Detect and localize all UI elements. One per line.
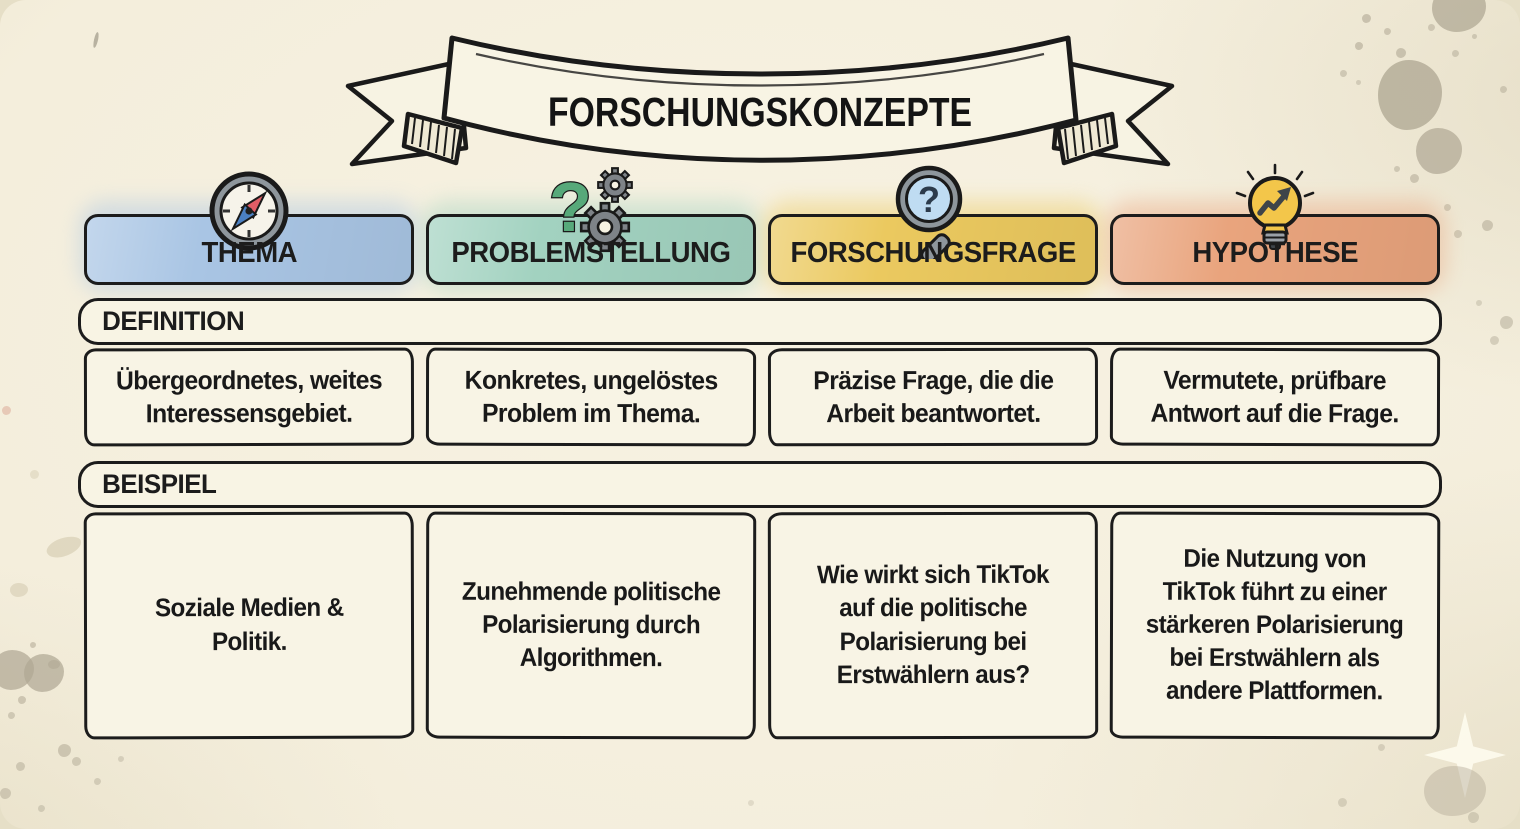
title-banner: FORSCHUNGSKONZEPTE [330, 14, 1190, 182]
cell-text: Übergeordnetes, weites Interessensgebiet… [115, 364, 383, 429]
ink-splatter [94, 778, 101, 785]
ink-splatter [1356, 80, 1361, 85]
ink-splatter [1378, 744, 1385, 751]
beispiel-cell-forschungsfrage: Wie wirkt sich TikTok auf die politische… [767, 511, 1099, 740]
ink-splatter [1424, 766, 1486, 816]
column-header-label: THEMA [201, 237, 297, 269]
ink-splatter [30, 470, 39, 479]
definition-cell-thema: Übergeordnetes, weites Interessensgebiet… [83, 347, 415, 447]
ink-splatter [1396, 48, 1406, 58]
ink-splatter [1454, 230, 1462, 238]
column-header-label: HYPOTHESE [1192, 237, 1358, 269]
beispiel-cell-thema: Soziale Medien & Politik. [83, 511, 415, 740]
definition-cells: Übergeordnetes, weites Interessensgebiet… [83, 347, 1441, 447]
column-headers: THEMA ? [84, 163, 1440, 285]
cell-text: Präzise Frage, die die Arbeit beantworte… [812, 364, 1054, 429]
ink-splatter [1410, 174, 1419, 183]
definition-cell-forschungsfrage: Präzise Frage, die die Arbeit beantworte… [767, 347, 1099, 447]
ink-splatter [44, 532, 84, 562]
ink-splatter [1476, 300, 1482, 306]
beispiel-cell-problemstellung: Zunehmende politische Polarisierung durc… [425, 511, 757, 740]
ink-splatter [0, 788, 11, 799]
row-band-definition: DEFINITION [78, 298, 1442, 345]
ribbon-inner-sketch-line [475, 52, 1045, 87]
column-header-problemstellung: ? [426, 167, 756, 285]
cell-text: Zunehmende politische Polarisierung durc… [461, 577, 721, 673]
ink-splatter [1384, 28, 1391, 35]
cell-text: Soziale Medien & Politik. [154, 594, 344, 656]
cell-text: Vermutete, prüfbare Antwort auf die Frag… [1150, 364, 1400, 429]
ribbon-banner-graphic: FORSCHUNGSKONZEPTE [345, 35, 1175, 167]
column-header-thema: THEMA [84, 171, 414, 285]
definition-cell-problemstellung: Konkretes, ungelöstes Problem im Thema. [425, 347, 757, 447]
ink-splatter [1468, 812, 1479, 823]
ink-splatter [1428, 24, 1435, 31]
ink-splatter [18, 696, 26, 704]
ink-splatter [1500, 86, 1507, 93]
ink-splatter [1482, 220, 1493, 231]
ink-splatter [1444, 204, 1451, 211]
definition-cell-hypothese: Vermutete, prüfbare Antwort auf die Frag… [1109, 347, 1441, 447]
ink-splatter [2, 406, 11, 415]
beispiel-cell-hypothese: Die Nutzung von TikTok führt zu einer st… [1109, 511, 1441, 740]
cell-text: Konkretes, ungelöstes Problem im Thema. [464, 364, 718, 429]
ink-splatter [118, 756, 124, 762]
column-header-label: FORSCHUNGSFRAGE [790, 237, 1076, 269]
row-band-beispiel: BEISPIEL [78, 461, 1442, 508]
ink-splatter [38, 805, 45, 812]
cell-text: Die Nutzung von TikTok führt zu einer st… [1146, 544, 1404, 706]
ink-splatter [1394, 166, 1400, 172]
ribbon-band [441, 35, 1079, 163]
ink-splatter [1362, 14, 1371, 23]
ink-splatter [16, 762, 25, 771]
ink-splatter [1452, 50, 1459, 57]
column-header-forschungsfrage: ? FORSCHUNGSFRAGE [768, 165, 1098, 285]
ink-splatter [24, 654, 64, 692]
row-label: DEFINITION [102, 306, 245, 336]
ribbon-left-fold [401, 111, 465, 166]
ink-splatter [1500, 316, 1513, 329]
cell-text: Wie wirkt sich TikTok auf die politische… [816, 561, 1049, 689]
ink-splatter [1355, 42, 1363, 50]
ink-splatter [1340, 70, 1347, 77]
ink-splatter [1416, 128, 1462, 174]
beispiel-cells: Soziale Medien & Politik. Zunehmende pol… [83, 511, 1441, 740]
row-label: BEISPIEL [102, 469, 217, 499]
ink-splatter [1432, 0, 1486, 32]
ribbon-right-fold [1055, 111, 1119, 166]
page-title: FORSCHUNGSKONZEPTE [548, 89, 972, 135]
right-fold-hatching [1064, 117, 1109, 160]
left-fold-hatching [411, 117, 456, 160]
ink-splatter [48, 660, 60, 669]
column-header-hypothese: HYPOTHESE [1110, 163, 1440, 285]
ink-splatter [58, 744, 71, 757]
ink-splatter [748, 800, 754, 806]
ink-splatter [1378, 60, 1442, 130]
column-header-label: PROBLEMSTELLUNG [451, 237, 731, 269]
ink-splatter [1472, 34, 1477, 39]
ink-splatter [10, 583, 28, 597]
ink-splatter [8, 712, 15, 719]
ink-splatter [1338, 798, 1347, 807]
ink-splatter [1490, 336, 1499, 345]
ink-splatter [72, 757, 81, 766]
svg-text:?: ? [918, 179, 940, 220]
ink-splatter [92, 31, 100, 49]
ink-splatter [30, 642, 36, 648]
